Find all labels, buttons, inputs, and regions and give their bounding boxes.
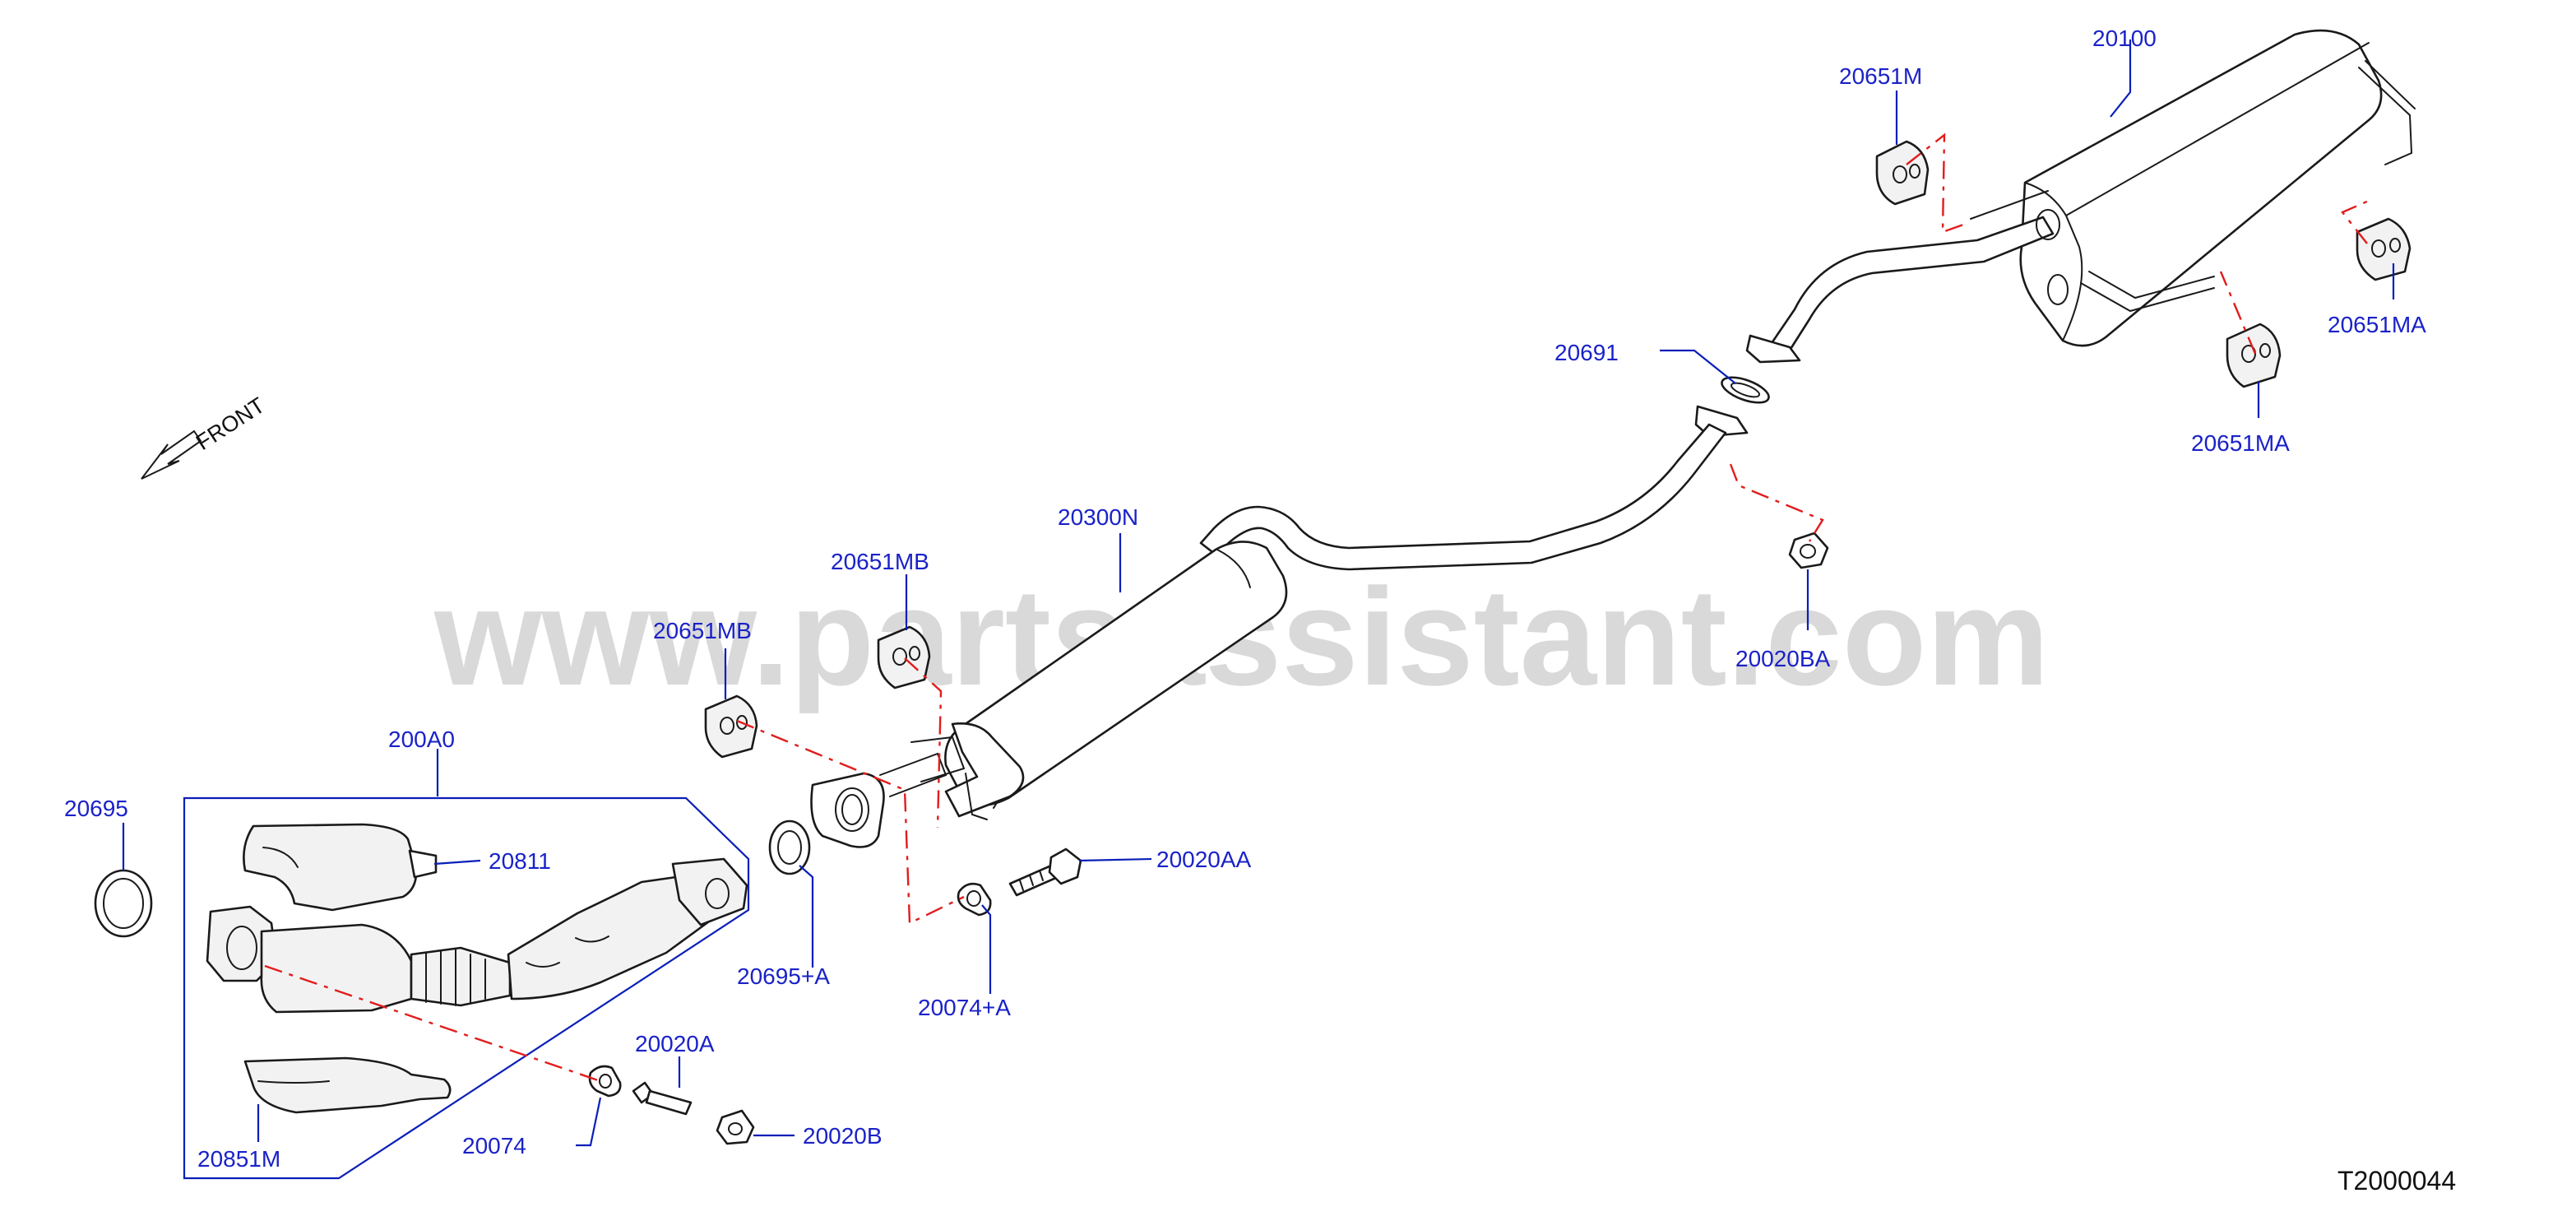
label-20651ma-right[interactable]: 20651MA — [2328, 312, 2426, 337]
assembly-box-200a0 — [183, 796, 750, 1180]
label-20020b[interactable]: 20020B — [803, 1123, 883, 1149]
bolt-20020aa[interactable] — [1008, 847, 1082, 897]
label-20100[interactable]: 20100 — [2092, 26, 2157, 51]
label-20651mb-lower[interactable]: 20651MB — [653, 618, 752, 643]
nut-20020b[interactable] — [716, 1109, 755, 1145]
tail-pipe[interactable] — [1745, 209, 2060, 364]
label-20651mb-upper[interactable]: 20651MB — [831, 549, 929, 574]
label-20020ba[interactable]: 20020BA — [1735, 646, 1831, 671]
stud-bolt-20020a[interactable] — [632, 1081, 693, 1116]
catalytic-converter[interactable] — [206, 857, 748, 1014]
diagram-code: T2000044 — [2337, 1166, 2456, 1195]
mount-insulator-20651mb-lower[interactable] — [704, 694, 758, 759]
rear-muffler[interactable] — [1970, 29, 2416, 347]
gasket-20695[interactable] — [94, 869, 153, 938]
heat-insulator-20851m[interactable] — [243, 1056, 452, 1114]
clip-20074a[interactable] — [957, 882, 992, 917]
center-muffler[interactable] — [879, 541, 1288, 820]
front-label: FRONT — [192, 392, 269, 455]
label-20300n[interactable]: 20300N — [1058, 504, 1138, 530]
mount-insulator-20651ma-lower[interactable] — [2226, 323, 2282, 388]
nut-20020ba[interactable] — [1788, 532, 1829, 569]
label-20020a[interactable]: 20020A — [635, 1031, 715, 1056]
callout-leaders — [122, 39, 2395, 1147]
front-direction-arrow-icon — [141, 429, 202, 480]
label-20020aa[interactable]: 20020AA — [1156, 847, 1252, 872]
label-20695a[interactable]: 20695+A — [737, 963, 830, 989]
label-20651m[interactable]: 20651M — [1839, 63, 1922, 89]
label-20074[interactable]: 20074 — [462, 1133, 526, 1158]
mount-insulator-20651m[interactable] — [1875, 140, 1930, 206]
mount-insulator-20651mb-upper[interactable] — [877, 625, 931, 689]
label-20695[interactable]: 20695 — [64, 796, 128, 821]
gasket-20695a[interactable] — [768, 819, 811, 875]
label-200a0[interactable]: 200A0 — [388, 727, 455, 752]
label-20691[interactable]: 20691 — [1554, 340, 1619, 365]
label-20851m[interactable]: 20851M — [197, 1146, 280, 1172]
assembly-centerlines — [264, 132, 2370, 1083]
clip-20074[interactable] — [588, 1065, 622, 1098]
muffler-inlet-flange[interactable] — [810, 772, 885, 848]
label-20074a[interactable]: 20074+A — [918, 995, 1011, 1020]
mount-insulator-20651ma-right[interactable] — [2356, 217, 2412, 281]
label-20811[interactable]: 20811 — [489, 848, 551, 874]
center-pipe[interactable] — [1199, 405, 1749, 571]
label-20651ma-lower[interactable]: 20651MA — [2191, 430, 2290, 456]
heat-insulator-20811[interactable] — [243, 823, 438, 912]
gasket-20691[interactable] — [1719, 372, 1772, 407]
